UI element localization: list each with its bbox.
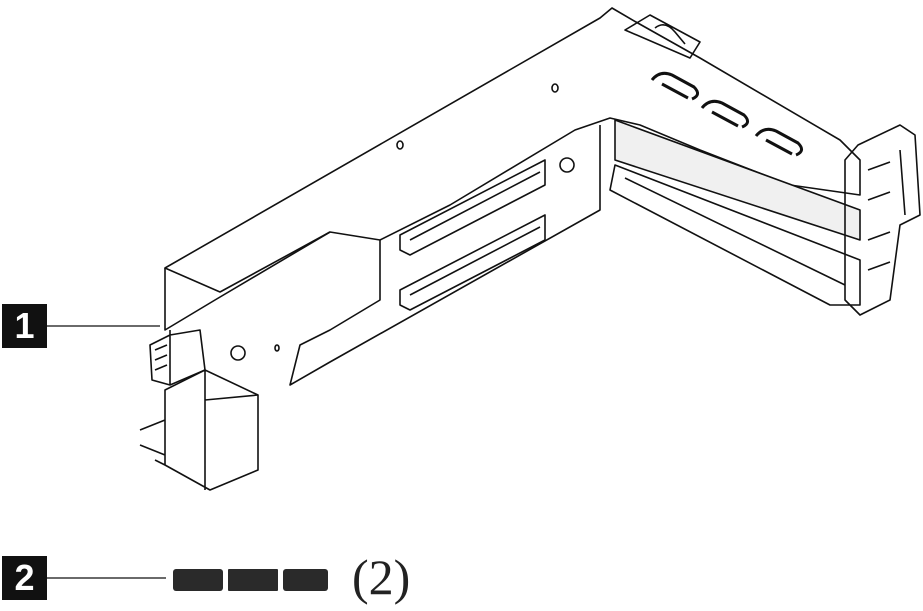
riser-bracket-top-plate <box>164 7 861 293</box>
power-connector <box>149 329 206 386</box>
hole <box>396 140 404 150</box>
callout-2: 2 <box>2 556 47 600</box>
screw <box>230 345 246 361</box>
pcie-slots <box>399 119 861 311</box>
edge-connector-block <box>139 369 259 491</box>
rear-bracket <box>844 124 921 316</box>
riser-bracket-side-wall <box>164 125 601 386</box>
slot-holes <box>650 71 803 157</box>
thermal-pad-strip <box>173 569 328 591</box>
screw <box>559 157 575 173</box>
hole <box>551 83 559 93</box>
bracket-handle-tab <box>624 14 701 59</box>
hole <box>274 344 280 352</box>
callout-1: 1 <box>2 304 47 348</box>
quantity-label: (2) <box>352 549 411 605</box>
